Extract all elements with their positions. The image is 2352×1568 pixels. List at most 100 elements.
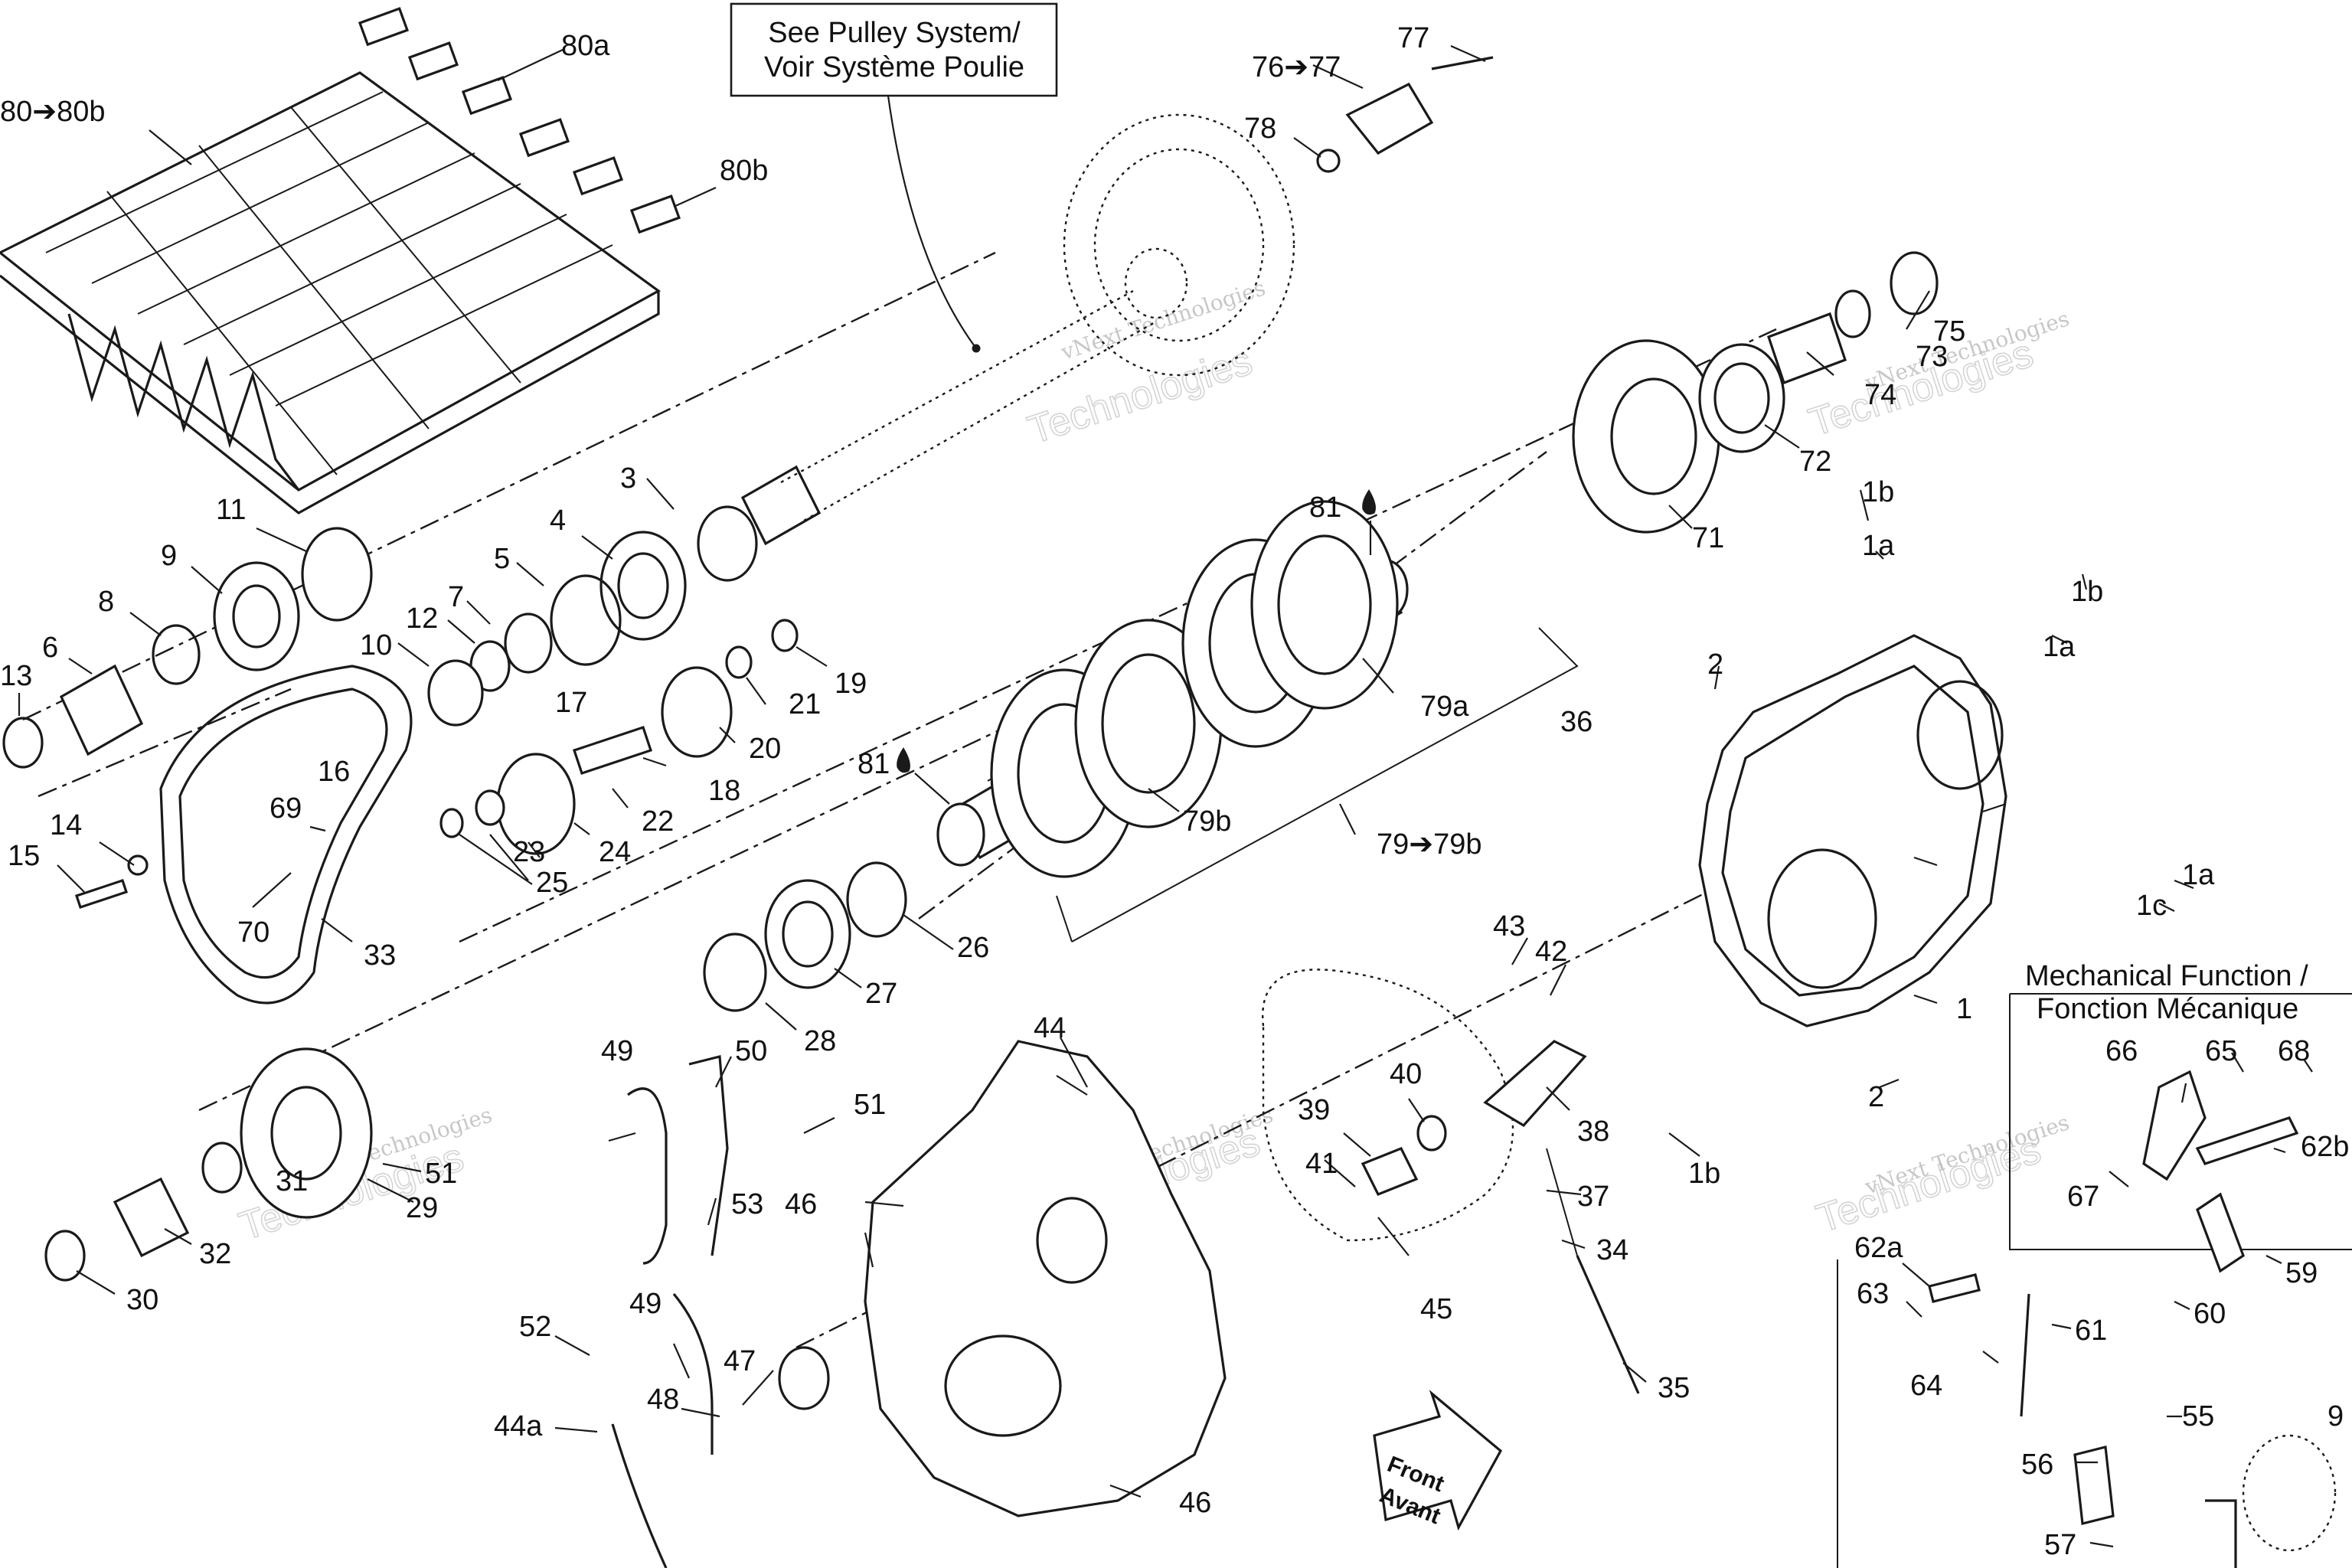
grip-62b xyxy=(2195,1116,2299,1165)
pulley-note-line1: See Pulley System/ xyxy=(768,17,1021,49)
callout-44a: 44a xyxy=(494,1410,543,1442)
callout-36: 36 xyxy=(1560,706,1592,738)
axis-line xyxy=(38,688,292,798)
callout-18: 18 xyxy=(708,775,740,807)
leader-lines xyxy=(18,44,2313,1548)
callout-77: 77 xyxy=(1397,22,1429,54)
callout-73: 73 xyxy=(1916,341,1948,373)
callout-46: 46 xyxy=(785,1188,817,1220)
callout-35: 35 xyxy=(1658,1372,1690,1404)
washer-25 xyxy=(439,808,464,838)
bearing-4 xyxy=(599,531,687,641)
track-cross-ribs xyxy=(106,106,521,475)
seal-3 xyxy=(697,505,758,582)
pulley-note-leader xyxy=(887,95,977,349)
callout-28: 28 xyxy=(804,1025,836,1057)
wire-44a xyxy=(611,1423,668,1568)
callout-41: 41 xyxy=(1305,1148,1338,1180)
callout-26: 26 xyxy=(957,932,989,964)
nut-78 xyxy=(1316,149,1341,173)
callout-39: 39 xyxy=(1298,1094,1330,1126)
callout-44: 44 xyxy=(1034,1012,1066,1044)
callout-64: 64 xyxy=(1910,1370,1942,1402)
callout-40: 40 xyxy=(1390,1058,1422,1090)
mechanical-parts xyxy=(1928,1070,2337,1568)
callout-4: 4 xyxy=(550,505,566,537)
case-bearing-bore xyxy=(1767,848,1877,989)
pulley-note-line2: Voir Système Poulie xyxy=(764,51,1024,83)
main-case xyxy=(1698,634,2007,1027)
splined-sleeve-6 xyxy=(59,664,144,756)
callout-76-to-77: 76➔77 xyxy=(1252,51,1341,83)
case-housing xyxy=(1698,634,2007,1027)
callout-1: 1 xyxy=(1956,993,1972,1025)
center-bearing xyxy=(703,861,907,1012)
callout-80b: 80b xyxy=(720,155,768,187)
callout-12: 12 xyxy=(406,603,438,635)
group-bracket-79 xyxy=(1056,627,1579,942)
callout-19: 19 xyxy=(835,668,867,700)
pulley-outline xyxy=(1063,113,1295,377)
circlip-30 xyxy=(44,1230,86,1282)
hose-49 xyxy=(627,1087,668,1265)
washer-14 xyxy=(127,854,149,876)
gear-9-ghost xyxy=(2242,1434,2337,1552)
callout-14: 14 xyxy=(50,809,82,841)
gear-20 xyxy=(661,666,733,758)
callout-17: 17 xyxy=(555,687,587,719)
callout-80a: 80a xyxy=(561,30,610,62)
lever-38 xyxy=(1483,1040,1587,1128)
callout-51: 51 xyxy=(425,1158,457,1190)
callout-78: 78 xyxy=(1244,113,1276,145)
shaft-spring xyxy=(740,465,822,546)
callout-60: 60 xyxy=(2194,1298,2226,1330)
callout-63: 63 xyxy=(1857,1278,1889,1310)
oring-73 xyxy=(1834,289,1871,338)
bushing-74 xyxy=(1766,312,1847,385)
ring-7 xyxy=(504,612,553,674)
pulley-note-frame xyxy=(730,2,1058,97)
callout-50: 50 xyxy=(735,1035,767,1067)
chain-and-lower-gear xyxy=(44,665,413,1282)
callout-27: 27 xyxy=(865,978,897,1010)
bracket-77 xyxy=(1345,82,1434,155)
part-59 xyxy=(2196,1192,2245,1273)
callout-47: 47 xyxy=(724,1345,756,1377)
callout-42: 42 xyxy=(1535,936,1567,968)
callout-75: 75 xyxy=(1933,315,1965,348)
callout-79-to-79b: 79➔79b xyxy=(1377,828,1482,861)
callout-7: 7 xyxy=(448,581,464,613)
callout-53: 53 xyxy=(731,1188,763,1220)
callout-49: 49 xyxy=(601,1035,633,1067)
part-39 xyxy=(1361,1146,1419,1197)
axle-end-splined xyxy=(936,802,985,867)
callout-55: 55 xyxy=(2182,1400,2214,1432)
seal-26 xyxy=(846,861,907,938)
chain-33 xyxy=(159,665,413,1004)
bearing-10 xyxy=(427,659,484,727)
callout-9: 9 xyxy=(2328,1400,2344,1432)
callout-30: 30 xyxy=(126,1284,158,1316)
callout-80-to-80b: 80➔80b xyxy=(0,96,106,128)
callout-16: 16 xyxy=(318,756,350,788)
gear-9 xyxy=(213,561,300,671)
part-47 xyxy=(778,1346,830,1410)
circlip-13 xyxy=(2,717,44,769)
hose-49b xyxy=(672,1292,714,1455)
callout-33: 33 xyxy=(364,939,396,972)
callout-1a: 1a xyxy=(2043,631,2076,663)
axis-line xyxy=(918,451,1547,920)
callout-21: 21 xyxy=(789,688,821,720)
callout-72: 72 xyxy=(1799,446,1831,478)
watermark-text: Technologies xyxy=(1811,1127,2047,1241)
ring-8 xyxy=(152,624,201,685)
callout-5: 5 xyxy=(494,543,510,575)
gear-11 xyxy=(301,527,373,622)
callout-1b: 1b xyxy=(1688,1158,1720,1190)
callout-29: 29 xyxy=(406,1192,438,1224)
circlip-75 xyxy=(1890,251,1939,315)
lubricant-drop-icons xyxy=(897,489,1376,773)
callout-labels: 80a 80➔80b 80b 77 76➔77 78 75 73 7 4 72 7… xyxy=(0,22,2349,1561)
callout-3: 3 xyxy=(620,462,636,495)
right-bearing-set xyxy=(1316,56,1939,534)
